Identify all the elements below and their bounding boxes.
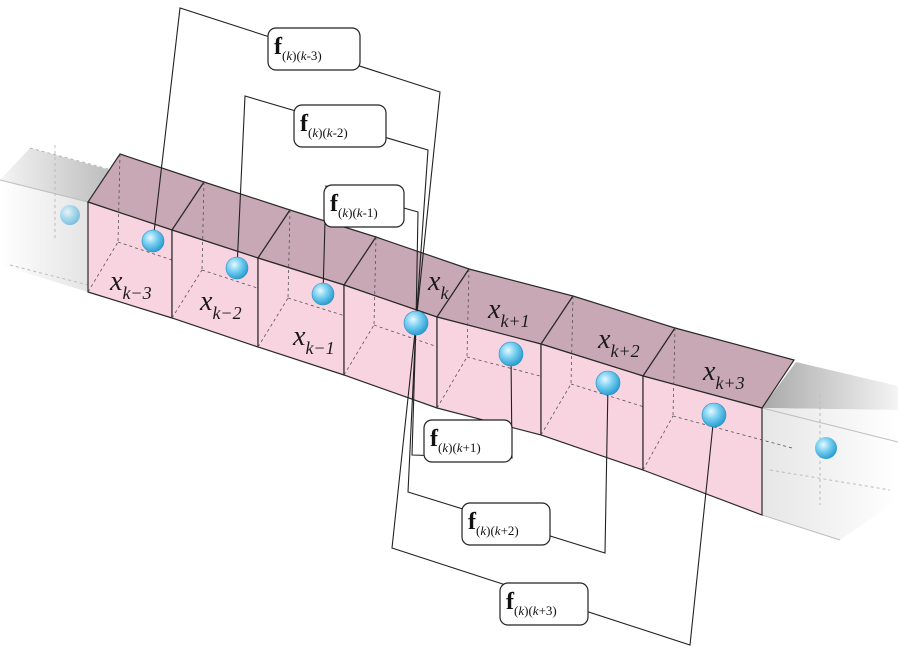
ghost-particle-icon	[60, 205, 80, 225]
force-label-kp1: f(k)(k+1)	[423, 419, 513, 463]
cell-label-km1: xk−1	[292, 321, 335, 358]
cell-kp3	[642, 327, 795, 516]
ghost-particle-icon	[815, 437, 837, 459]
force-label-text: f(k)(k-2)	[300, 111, 348, 140]
particle-km3-icon	[141, 229, 165, 253]
cell-label-k: xk	[427, 266, 449, 303]
force-label-km3: f(k)(k-3)	[267, 27, 361, 71]
particle-km2-icon	[225, 256, 249, 280]
cell-label-km2: xk−2	[199, 286, 242, 323]
force-label-text: f(k)(k-1)	[330, 191, 378, 220]
force-label-km1: f(k)(k-1)	[323, 184, 405, 228]
particle-kp1-icon	[498, 341, 524, 367]
particle-k-icon	[403, 310, 429, 336]
particle-kp2-icon	[595, 370, 621, 396]
cell-label-km3: xk−3	[109, 266, 152, 303]
ghost-cell-left	[0, 145, 110, 292]
force-label-kp3: f(k)(k+3)	[499, 582, 589, 626]
ghost-cell-right	[761, 362, 898, 541]
force-label-text: f(k)(k-3)	[274, 34, 322, 63]
force-label-text: f(k)(k+3)	[506, 589, 557, 618]
cell-label-kp3: xk+3	[702, 356, 745, 393]
particle-km1-icon	[311, 282, 335, 306]
force-label-kp2: f(k)(k+2)	[461, 502, 551, 546]
force-label-text: f(k)(k+1)	[430, 426, 481, 455]
particle-kp3-icon	[701, 402, 727, 428]
force-label-km2: f(k)(k-2)	[293, 104, 387, 148]
force-label-text: f(k)(k+2)	[468, 509, 519, 538]
cell-label-kp1: xk+1	[487, 294, 530, 331]
cell-label-kp2: xk+2	[597, 324, 640, 361]
